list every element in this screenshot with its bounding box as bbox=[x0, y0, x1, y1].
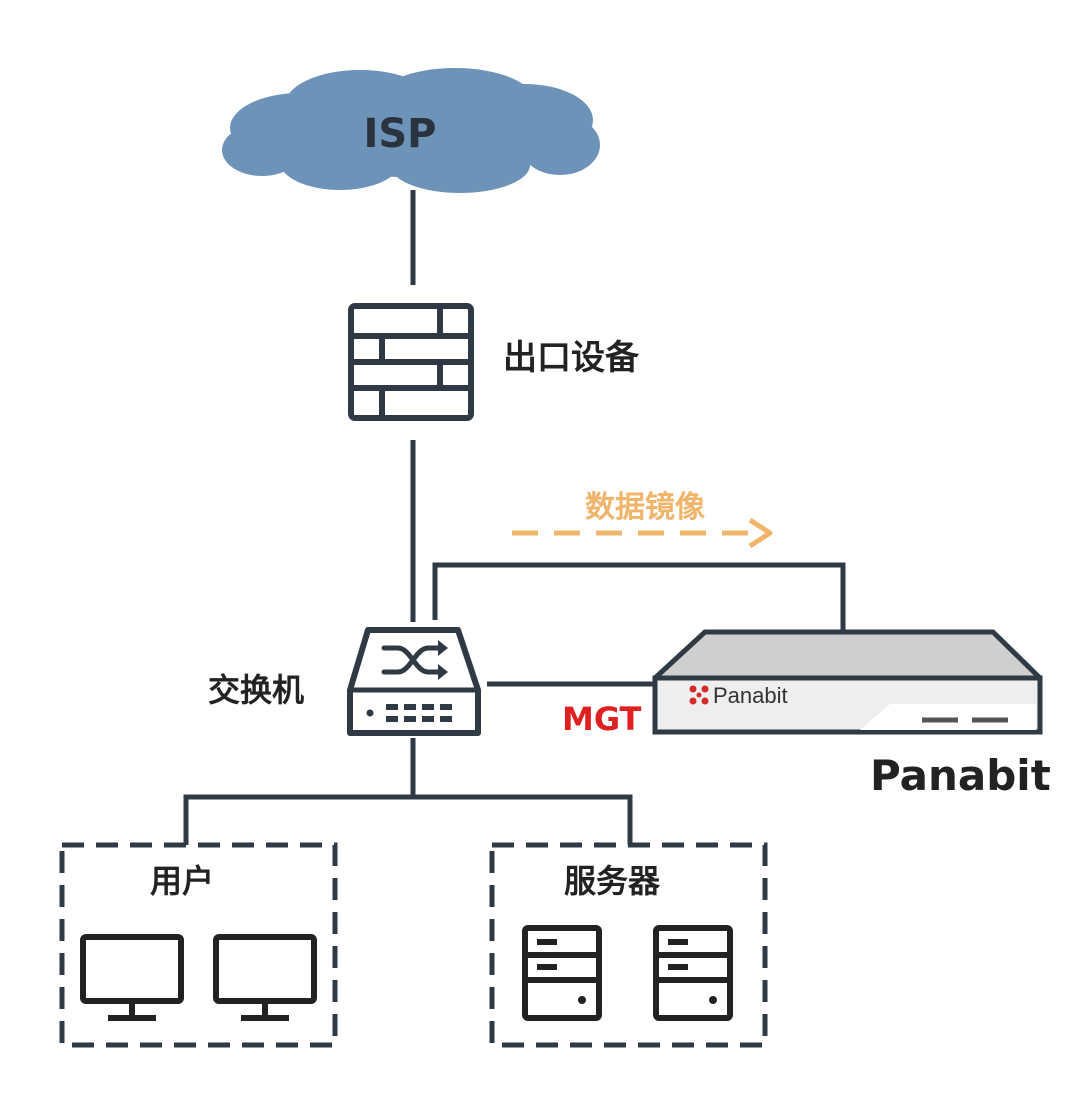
mirror-link-line bbox=[432, 562, 846, 630]
monitor-icon bbox=[80, 934, 184, 1021]
users-label: 用户 bbox=[150, 862, 214, 900]
isp-cloud: ISP bbox=[222, 68, 600, 193]
appliance-brand: Panabit bbox=[713, 683, 788, 708]
mirror-label: 数据镜像 bbox=[585, 490, 705, 525]
panabit-logo-icon bbox=[689, 685, 709, 705]
server-icon bbox=[522, 925, 602, 1021]
connection-lines bbox=[183, 190, 846, 845]
mgt-label: MGT bbox=[562, 700, 642, 738]
firewall-icon bbox=[348, 303, 474, 421]
servers-group: 服务器 bbox=[489, 842, 768, 1048]
servers-label: 服务器 bbox=[564, 862, 661, 900]
branch-line bbox=[183, 794, 633, 845]
firewall-label: 出口设备 bbox=[503, 338, 640, 378]
appliance-name: Panabit bbox=[870, 751, 1051, 800]
switch-label: 交换机 bbox=[208, 671, 304, 709]
switch-icon bbox=[347, 627, 481, 736]
monitor-icon bbox=[213, 934, 317, 1021]
users-group: 用户 bbox=[59, 842, 338, 1048]
mirror-arrow bbox=[512, 517, 773, 549]
server-icon bbox=[653, 925, 733, 1021]
panabit-appliance: Panabit bbox=[652, 629, 1043, 735]
isp-label: ISP bbox=[363, 111, 436, 157]
